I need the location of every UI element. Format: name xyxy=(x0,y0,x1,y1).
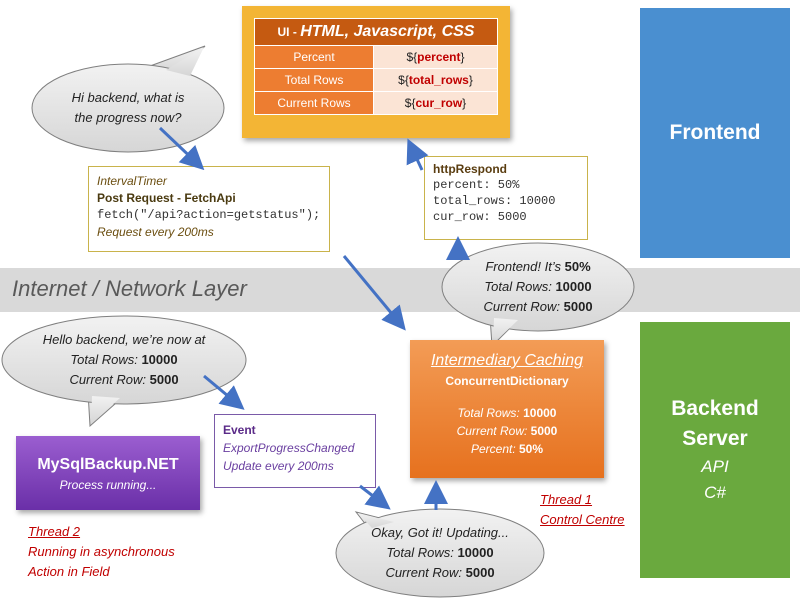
ui-row-value: ${total_rows} xyxy=(373,68,498,92)
backend-panel: Backend Server API C# xyxy=(640,322,790,578)
thread1-note: Thread 1 Control Centre xyxy=(540,492,625,527)
ui-panel: UI - HTML, Javascript, CSS Percent ${per… xyxy=(242,6,510,138)
thread2-note: Thread 2 Running in asynchronous Action … xyxy=(28,524,175,579)
bubble-reply-shape xyxy=(441,242,635,348)
backend-sub-api: API xyxy=(701,457,729,476)
caching-percent: Percent: 50% xyxy=(470,442,544,456)
event-name: ExportProgressChanged xyxy=(223,441,355,455)
poll-timer-label: IntervalTimer xyxy=(97,174,167,188)
response-header: httpRespond xyxy=(433,162,507,176)
event-header: Event xyxy=(223,423,256,437)
caching-title: Intermediary Caching xyxy=(430,352,584,369)
bubble-mysql-shape xyxy=(1,315,247,428)
backend-sub-lang: C# xyxy=(704,483,726,502)
ui-title-italic: HTML, Javascript, CSS xyxy=(300,23,475,40)
response-total-rows: total_rows: 10000 xyxy=(433,194,556,208)
bubble-cache-shape xyxy=(335,508,545,598)
poll-request-box: IntervalTimer Post Request - FetchApi fe… xyxy=(88,166,330,252)
ui-row-total-rows: Total Rows ${total_rows} xyxy=(254,68,498,92)
ui-row-label: Percent xyxy=(254,45,374,69)
backend-title-line2: Server xyxy=(682,427,748,450)
response-percent: percent: 50% xyxy=(433,178,520,192)
ui-row-value: ${cur_row} xyxy=(373,91,498,115)
caching-box: Intermediary Caching ConcurrentDictionar… xyxy=(410,340,604,478)
mysqlbackup-status: Process running... xyxy=(59,478,157,492)
ui-title-bold: UI - xyxy=(277,25,301,39)
backend-title-line1: Backend xyxy=(671,397,759,420)
frontend-panel: Frontend xyxy=(640,8,790,258)
bubble-frontend-text: Hi backend, what is the progress now? xyxy=(71,90,185,125)
poll-interval: Request every 200ms xyxy=(97,225,214,239)
ui-row-label: Current Rows xyxy=(254,91,374,115)
ui-table: UI - HTML, Javascript, CSS Percent ${per… xyxy=(254,18,498,115)
mysqlbackup-title: MySqlBackup.NET xyxy=(37,456,179,473)
event-box: Event ExportProgressChanged Update every… xyxy=(214,414,376,488)
ui-row-current-rows: Current Rows ${cur_row} xyxy=(254,91,498,115)
poll-request-label: Post Request - FetchApi xyxy=(97,191,236,205)
network-layer-label: Internet / Network Layer xyxy=(12,276,247,301)
caching-subtitle: ConcurrentDictionary xyxy=(445,374,569,388)
bubble-reply-text: Frontend! It’s 50% Total Rows: 10000 Cur… xyxy=(483,259,593,314)
http-response-box: httpRespond percent: 50% total_rows: 100… xyxy=(424,156,588,240)
frontend-label: Frontend xyxy=(669,121,761,144)
bubble-cache-text: Okay, Got it! Updating... Total Rows: 10… xyxy=(371,525,509,580)
mysqlbackup-box: MySqlBackup.NET Process running... xyxy=(16,436,200,510)
bubble-mysql-text: Hello backend, we’re now at Total Rows: … xyxy=(42,332,206,387)
caching-total-rows: Total Rows: 10000 xyxy=(457,406,557,420)
event-interval: Update every 200ms xyxy=(223,459,334,473)
ui-row-label: Total Rows xyxy=(254,68,374,92)
caching-current-row: Current Row: 5000 xyxy=(456,424,558,438)
poll-code: fetch("/api?action=getstatus"); xyxy=(97,208,321,222)
ui-title: UI - HTML, Javascript, CSS xyxy=(254,18,498,46)
response-cur-row: cur_row: 5000 xyxy=(433,210,527,224)
ui-row-value: ${percent} xyxy=(373,45,498,69)
ui-row-percent: Percent ${percent} xyxy=(254,45,498,69)
